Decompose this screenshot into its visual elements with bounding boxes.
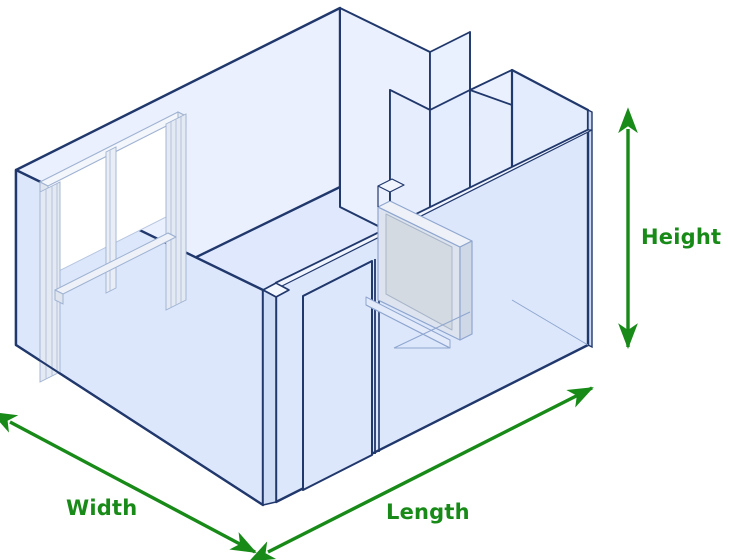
length-arrow	[248, 386, 594, 560]
window-right-jamb	[165, 113, 187, 311]
screen-base-floor-line	[393, 311, 471, 349]
dimension-arrows	[0, 107, 638, 560]
window-left-jamb	[39, 181, 61, 383]
screen-soffit	[377, 178, 405, 193]
width-dimension-label: Width	[66, 496, 138, 520]
front-right-wall-top-edge	[275, 129, 593, 287]
height-dimension-label: Height	[641, 225, 722, 249]
door-head-edge	[302, 260, 373, 297]
door-opening	[302, 260, 373, 491]
width-arrow	[0, 411, 257, 554]
floor-crease-right	[511, 299, 589, 346]
partition-inner-face	[262, 289, 277, 506]
screen-display	[385, 213, 453, 331]
screen-group	[365, 178, 473, 349]
screen-frame-side	[459, 240, 473, 341]
window-group	[39, 111, 187, 383]
screen-shelf-base-line	[365, 304, 451, 349]
length-dimension-label: Length	[386, 500, 470, 524]
window-sill-top-edge	[167, 232, 177, 238]
doorway-group	[302, 257, 380, 491]
window-sill-face	[54, 289, 64, 305]
